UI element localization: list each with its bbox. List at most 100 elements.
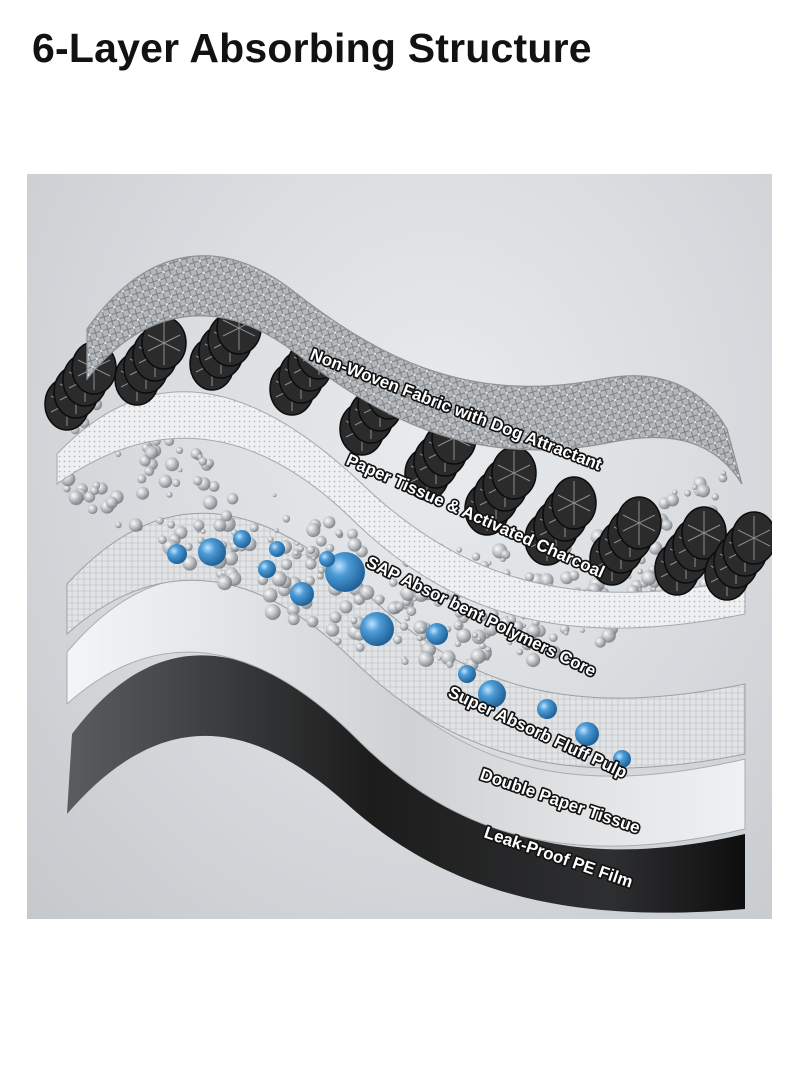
clear-bead bbox=[63, 485, 71, 493]
clear-bead bbox=[470, 648, 486, 664]
clear-bead bbox=[454, 608, 465, 618]
clear-bead bbox=[287, 613, 300, 626]
blue-bead bbox=[269, 541, 285, 557]
clear-bead bbox=[172, 479, 181, 487]
clear-bead bbox=[317, 566, 326, 574]
clear-bead bbox=[282, 515, 291, 523]
clear-bead bbox=[167, 520, 176, 529]
clear-bead bbox=[661, 519, 673, 531]
clear-bead bbox=[526, 624, 541, 638]
clear-bead bbox=[413, 620, 428, 635]
clear-bead bbox=[526, 652, 541, 668]
clear-bead bbox=[274, 528, 279, 533]
page-title: 6-Layer Absorbing Structure bbox=[32, 25, 592, 71]
clear-bead bbox=[144, 445, 159, 460]
clear-bead bbox=[306, 615, 319, 628]
clear-bead bbox=[548, 633, 558, 642]
blue-bead bbox=[478, 680, 506, 708]
layer-illustration: Non-Woven Fabric with Dog Attractant Pap… bbox=[44, 255, 772, 913]
clear-bead bbox=[325, 623, 340, 637]
clear-bead bbox=[525, 572, 535, 582]
clear-bead bbox=[665, 493, 679, 507]
charcoal-cage bbox=[589, 496, 662, 586]
clear-bead bbox=[200, 529, 206, 534]
charcoal-cage bbox=[654, 506, 727, 596]
clear-bead bbox=[297, 545, 304, 552]
clear-bead bbox=[220, 510, 232, 522]
clear-bead bbox=[516, 648, 524, 656]
clear-bead bbox=[175, 446, 184, 454]
charcoal-cage bbox=[464, 446, 537, 536]
clear-bead bbox=[456, 628, 472, 643]
clear-bead bbox=[208, 481, 220, 492]
layer-pe-film bbox=[67, 655, 745, 913]
clear-bead bbox=[412, 597, 417, 602]
clear-bead bbox=[329, 611, 342, 624]
clear-bead bbox=[271, 571, 287, 587]
clear-bead bbox=[350, 616, 358, 625]
clear-bead bbox=[272, 493, 277, 498]
clear-bead bbox=[413, 586, 429, 602]
clear-bead bbox=[359, 585, 375, 600]
clear-bead bbox=[579, 627, 585, 633]
clear-bead bbox=[213, 518, 227, 532]
clear-bead bbox=[568, 570, 580, 581]
blue-bead bbox=[613, 750, 631, 768]
clear-bead bbox=[477, 637, 482, 642]
blue-bead bbox=[198, 538, 226, 566]
clear-bead bbox=[479, 642, 486, 650]
clear-bead bbox=[306, 522, 321, 538]
clear-bead bbox=[684, 489, 692, 497]
clear-bead bbox=[305, 558, 317, 570]
clear-bead bbox=[267, 536, 274, 543]
diagram-panel: Non-Woven Fabric with Dog Attractant Pap… bbox=[27, 174, 772, 919]
clear-bead bbox=[262, 587, 278, 603]
clear-bead bbox=[193, 476, 203, 486]
clear-bead bbox=[478, 611, 488, 621]
blue-bead bbox=[290, 582, 314, 606]
clear-bead bbox=[433, 598, 443, 607]
clear-bead bbox=[472, 632, 479, 639]
clear-bead bbox=[249, 523, 259, 533]
clear-bead bbox=[484, 622, 498, 637]
blue-bead bbox=[458, 665, 476, 683]
clear-bead bbox=[293, 550, 300, 556]
layer-charcoal-tissue bbox=[56, 391, 746, 629]
clear-bead bbox=[347, 528, 358, 540]
clear-bead bbox=[471, 552, 481, 561]
clear-bead bbox=[594, 636, 606, 648]
clear-bead bbox=[547, 645, 561, 659]
clear-bead bbox=[457, 622, 462, 627]
clear-bead bbox=[137, 474, 147, 484]
clear-bead bbox=[315, 535, 327, 547]
clear-bead bbox=[68, 490, 84, 506]
clear-bead bbox=[500, 549, 511, 560]
blue-bead bbox=[575, 722, 599, 746]
clear-bead bbox=[226, 493, 239, 505]
clear-bead bbox=[294, 541, 300, 546]
clear-bead bbox=[193, 519, 205, 531]
charcoal-cage bbox=[524, 476, 597, 566]
clear-bead bbox=[306, 545, 316, 555]
clear-bead bbox=[166, 491, 173, 498]
charcoal-cages bbox=[44, 301, 772, 601]
clear-bead bbox=[136, 486, 150, 500]
clear-bead bbox=[105, 496, 118, 509]
blue-bead bbox=[319, 551, 335, 567]
clear-bead bbox=[286, 603, 300, 617]
clear-bead bbox=[416, 635, 423, 642]
clear-bead bbox=[641, 570, 657, 586]
clear-bead bbox=[406, 606, 417, 617]
clear-bead bbox=[198, 456, 208, 466]
clear-bead bbox=[182, 556, 197, 571]
layer-non-woven-fabric bbox=[86, 255, 743, 485]
clear-bead bbox=[335, 529, 343, 537]
clear-bead bbox=[446, 660, 454, 668]
clear-bead bbox=[401, 658, 409, 665]
blue-bead bbox=[167, 544, 187, 564]
clear-bead bbox=[144, 466, 155, 477]
clear-bead bbox=[652, 587, 657, 592]
clear-bead bbox=[512, 620, 524, 632]
clear-bead bbox=[311, 556, 317, 561]
clear-bead bbox=[217, 575, 233, 591]
